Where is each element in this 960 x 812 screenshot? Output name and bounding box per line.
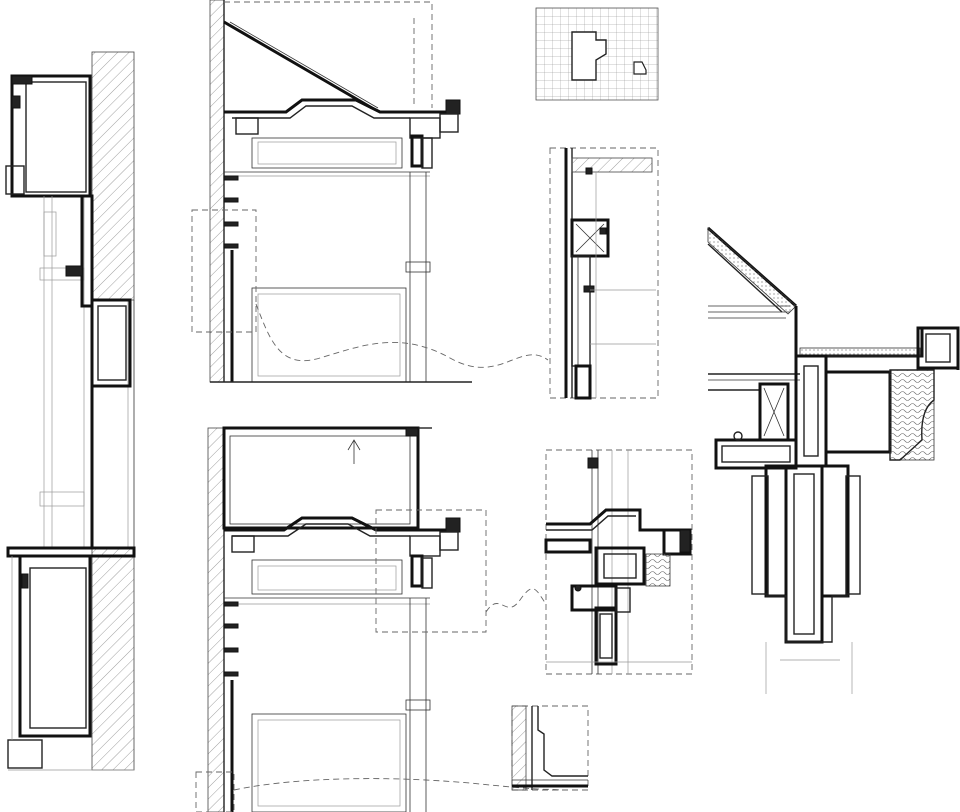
up-arrow-icon (347, 439, 361, 451)
lower-wall-hatch (91, 547, 135, 771)
bolt-icon (733, 431, 743, 441)
cornice-enlarged-detail (707, 226, 960, 694)
lower-callout-detail (544, 449, 693, 675)
upper-wall-hatch (91, 51, 135, 301)
upper-left-wall-hatch (209, 0, 225, 383)
lower-box (18, 554, 92, 738)
upper-callout-marker (191, 209, 257, 333)
middle-box (90, 298, 132, 388)
key-plan (535, 7, 659, 101)
base-callout-detail (511, 705, 589, 791)
left-wall-section (5, 51, 136, 771)
base-callout-marker (195, 771, 235, 812)
upper-box (10, 74, 92, 198)
upper-callout-detail (549, 147, 659, 400)
lower-callout-marker (375, 509, 487, 633)
upper-section (191, 0, 549, 383)
lower-left-wall-hatch (207, 427, 225, 812)
lower-section (195, 426, 561, 812)
